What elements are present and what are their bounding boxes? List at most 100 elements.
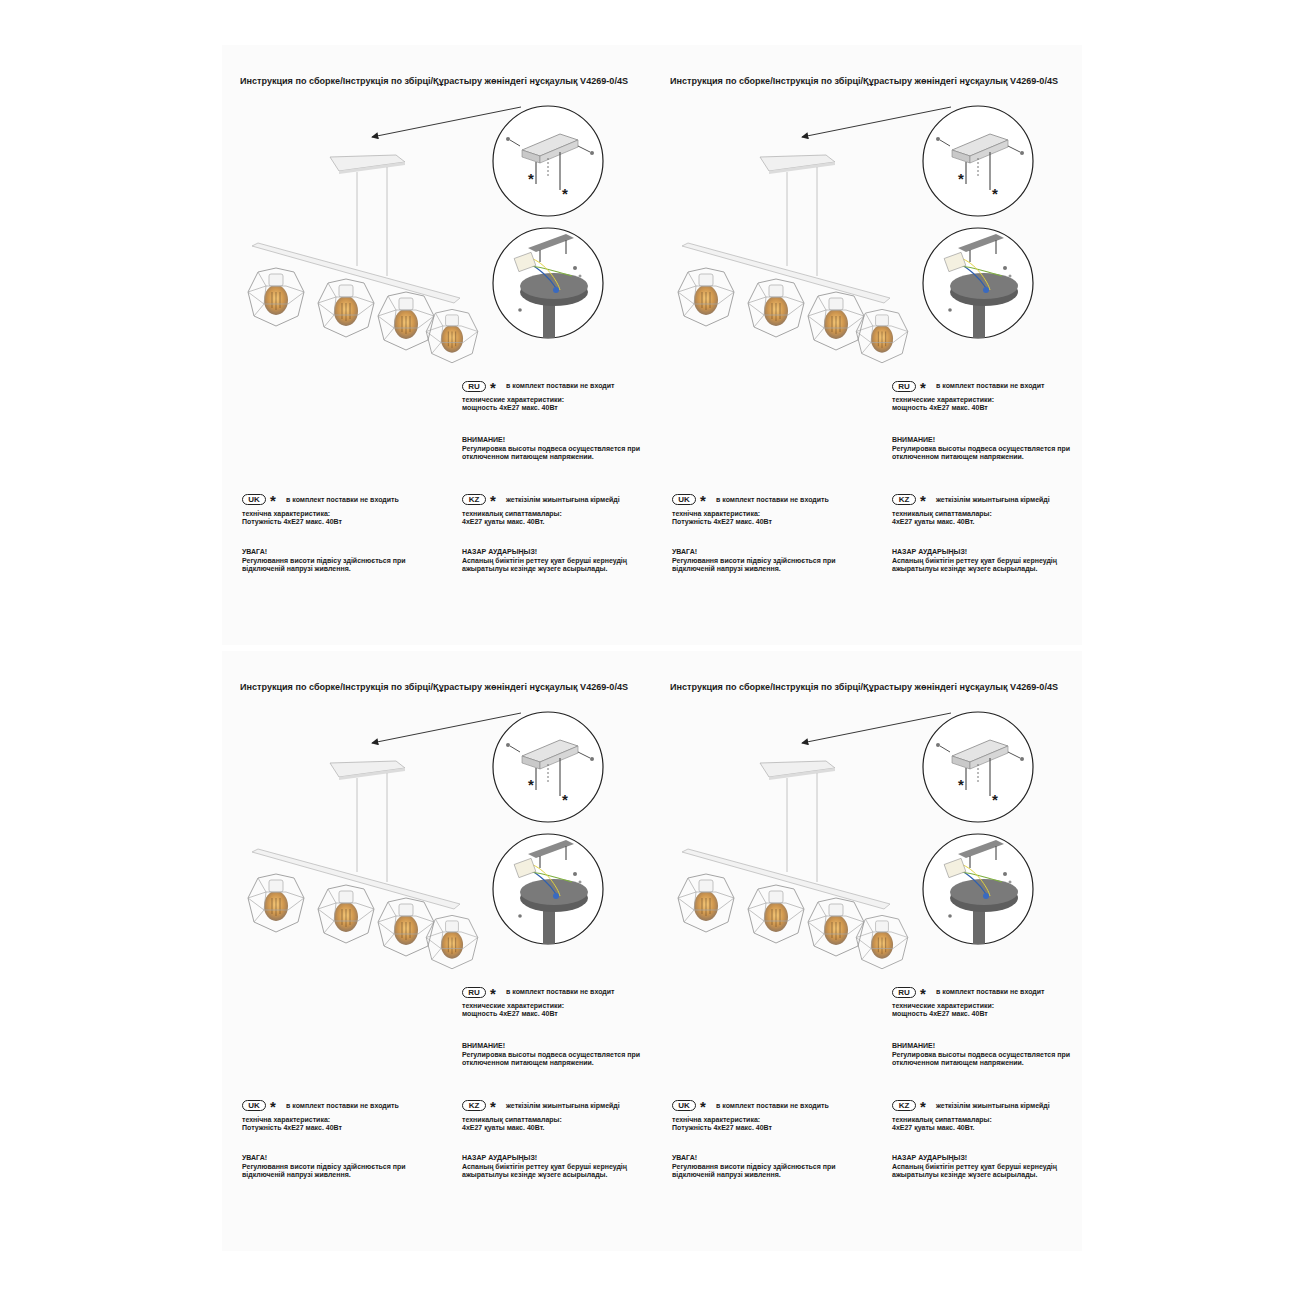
warning-text: ВНИМАНИЕ! bbox=[892, 436, 935, 444]
warning-text: ВНИМАНИЕ! bbox=[462, 1042, 505, 1050]
sheet-title: Инструкция по сборке/Інструкція по збірц… bbox=[240, 681, 628, 692]
spec-text: мощность 4xE27 макс. 40Вт bbox=[892, 404, 988, 412]
warning-text: НАЗАР АУДАРЫҢЫЗ! bbox=[462, 1154, 537, 1162]
spec-text: технічна характеристика: bbox=[672, 1116, 760, 1124]
warning-text: Регулировка высоты подвеса осуществляетс… bbox=[892, 445, 1077, 462]
spec-text: Потужність 4xE27 макс. 40Вт bbox=[672, 1124, 772, 1132]
spec-text: 4xE27 қуаты макс. 40Вт. bbox=[892, 518, 974, 526]
language-badge: KZ bbox=[892, 1100, 916, 1111]
spec-text: мощность 4xE27 макс. 40Вт bbox=[462, 1010, 558, 1018]
language-code: RU bbox=[468, 382, 480, 391]
note-text: жеткізілім жиынтығына кірмейді bbox=[506, 496, 620, 504]
language-code: UK bbox=[248, 495, 260, 504]
language-code: RU bbox=[898, 382, 910, 391]
warning-text: Регулювання висоти підвісу здійснюється … bbox=[672, 1163, 852, 1180]
spec-text: 4xE27 қуаты макс. 40Вт. bbox=[892, 1124, 974, 1132]
language-code: RU bbox=[468, 988, 480, 997]
spec-text: техникалық сипаттамалары: bbox=[892, 510, 992, 518]
note-text: жеткізілім жиынтығына кірмейді bbox=[936, 1102, 1050, 1110]
language-badge: KZ bbox=[462, 494, 486, 505]
note-text: в комплект поставки не входит bbox=[506, 382, 615, 390]
warning-text: Регулировка высоты подвеса осуществляетс… bbox=[892, 1051, 1077, 1068]
warning-text: Аспаның биіктігін реттеу қуат беруші кер… bbox=[892, 1163, 1082, 1180]
note-text: жеткізілім жиынтығына кірмейді bbox=[936, 496, 1050, 504]
note-asterisk: * bbox=[528, 171, 534, 186]
note-asterisk: * bbox=[958, 171, 964, 186]
language-code: UK bbox=[678, 1101, 690, 1110]
note-asterisk: * bbox=[992, 186, 998, 201]
spec-text: Потужність 4xE27 макс. 40Вт bbox=[672, 518, 772, 526]
note-asterisk: * bbox=[562, 792, 568, 807]
spec-text: технічна характеристика: bbox=[672, 510, 760, 518]
warning-text: ВНИМАНИЕ! bbox=[462, 436, 505, 444]
warning-text: Регулировка высоты подвеса осуществляетс… bbox=[462, 445, 647, 462]
note-text: жеткізілім жиынтығына кірмейді bbox=[506, 1102, 620, 1110]
note-asterisk: * bbox=[528, 777, 534, 792]
language-badge: UK bbox=[672, 494, 696, 505]
language-code: KZ bbox=[899, 495, 910, 504]
spec-text: технічна характеристика: bbox=[242, 510, 330, 518]
warning-text: Регулювання висоти підвісу здійснюється … bbox=[672, 557, 852, 574]
warning-text: Аспаның биіктігін реттеу қуат беруші кер… bbox=[892, 557, 1082, 574]
warning-text: Аспаның биіктігін реттеу қуат беруші кер… bbox=[462, 557, 652, 574]
note-asterisk: * bbox=[490, 380, 496, 395]
spec-text: 4xE27 қуаты макс. 40Вт. bbox=[462, 1124, 544, 1132]
note-asterisk: * bbox=[270, 493, 276, 508]
note-asterisk: * bbox=[920, 493, 926, 508]
note-text: в комплект поставки не входить bbox=[286, 1102, 399, 1110]
note-asterisk: * bbox=[920, 1099, 926, 1114]
warning-text: Регулировка высоты подвеса осуществляетс… bbox=[462, 1051, 647, 1068]
note-asterisk: * bbox=[490, 493, 496, 508]
language-code: UK bbox=[678, 495, 690, 504]
language-code: KZ bbox=[899, 1101, 910, 1110]
language-badge: RU bbox=[892, 987, 916, 998]
spec-text: техникалық сипаттамалары: bbox=[892, 1116, 992, 1124]
note-asterisk: * bbox=[490, 986, 496, 1001]
warning-text: Регулювання висоти підвісу здійснюється … bbox=[242, 557, 422, 574]
language-code: KZ bbox=[469, 1101, 480, 1110]
language-badge: UK bbox=[672, 1100, 696, 1111]
spec-text: техникалық сипаттамалары: bbox=[462, 510, 562, 518]
warning-text: НАЗАР АУДАРЫҢЫЗ! bbox=[892, 1154, 967, 1162]
language-badge: UK bbox=[242, 494, 266, 505]
language-badge: RU bbox=[462, 987, 486, 998]
spec-text: технические характеристики: bbox=[892, 396, 994, 404]
note-text: в комплект поставки не входит bbox=[506, 988, 615, 996]
warning-text: УВАГА! bbox=[242, 548, 267, 556]
warning-text: Регулювання висоти підвісу здійснюється … bbox=[242, 1163, 422, 1180]
note-asterisk: * bbox=[958, 777, 964, 792]
sheet-title: Инструкция по сборке/Інструкція по збірц… bbox=[670, 681, 1058, 692]
spec-text: техникалық сипаттамалары: bbox=[462, 1116, 562, 1124]
spec-text: технічна характеристика: bbox=[242, 1116, 330, 1124]
language-badge: KZ bbox=[892, 494, 916, 505]
note-text: в комплект поставки не входить bbox=[716, 496, 829, 504]
warning-text: УВАГА! bbox=[672, 548, 697, 556]
spec-text: Потужність 4xE27 макс. 40Вт bbox=[242, 518, 342, 526]
spec-text: технические характеристики: bbox=[892, 1002, 994, 1010]
note-asterisk: * bbox=[992, 792, 998, 807]
note-text: в комплект поставки не входить bbox=[286, 496, 399, 504]
note-text: в комплект поставки не входить bbox=[716, 1102, 829, 1110]
language-badge: KZ bbox=[462, 1100, 486, 1111]
language-code: RU bbox=[898, 988, 910, 997]
warning-text: НАЗАР АУДАРЫҢЫЗ! bbox=[892, 548, 967, 556]
spec-text: Потужність 4xE27 макс. 40Вт bbox=[242, 1124, 342, 1132]
note-asterisk: * bbox=[270, 1099, 276, 1114]
warning-text: УВАГА! bbox=[242, 1154, 267, 1162]
sheet-title: Инструкция по сборке/Інструкція по збірц… bbox=[240, 75, 628, 86]
spec-text: 4xE27 қуаты макс. 40Вт. bbox=[462, 518, 544, 526]
language-code: UK bbox=[248, 1101, 260, 1110]
warning-text: Аспаның биіктігін реттеу қуат беруші кер… bbox=[462, 1163, 652, 1180]
language-code: KZ bbox=[469, 495, 480, 504]
note-text: в комплект поставки не входит bbox=[936, 988, 1045, 996]
language-badge: RU bbox=[892, 381, 916, 392]
note-asterisk: * bbox=[490, 1099, 496, 1114]
language-badge: RU bbox=[462, 381, 486, 392]
note-asterisk: * bbox=[700, 1099, 706, 1114]
note-asterisk: * bbox=[920, 380, 926, 395]
spec-text: мощность 4xE27 макс. 40Вт bbox=[892, 1010, 988, 1018]
spec-text: мощность 4xE27 макс. 40Вт bbox=[462, 404, 558, 412]
note-text: в комплект поставки не входит bbox=[936, 382, 1045, 390]
